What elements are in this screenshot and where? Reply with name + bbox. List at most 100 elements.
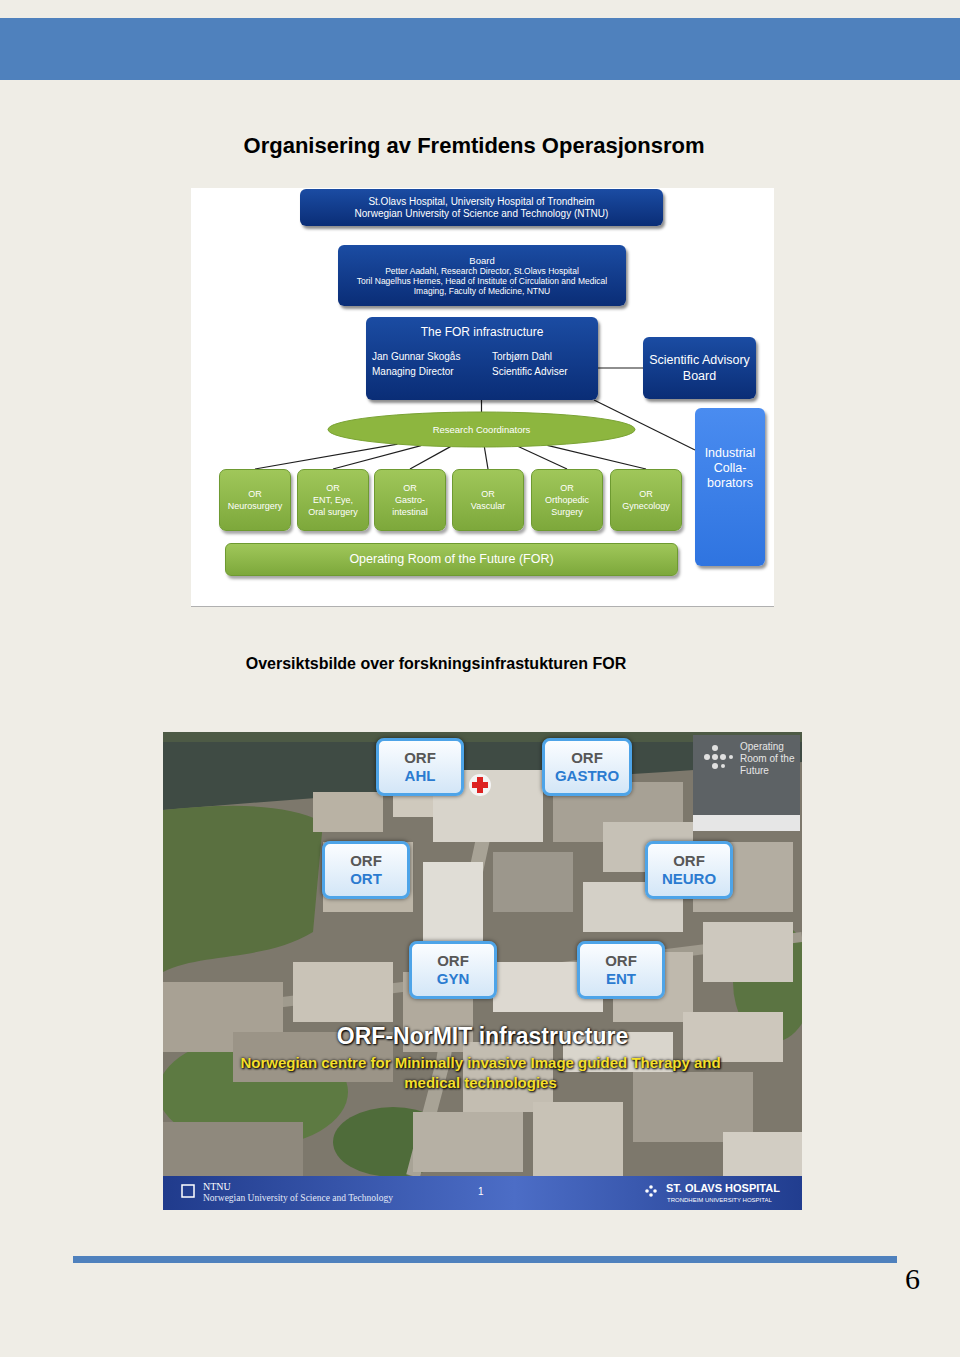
box-heading: Research Coordinators	[433, 424, 531, 436]
box-text: Neurosurgery	[228, 500, 283, 512]
infrastructure-box: The FOR infrastructureJan Gunnar Skogås …	[366, 317, 598, 400]
board-box: BoardPetter Aadahl, Research Director, S…	[338, 245, 626, 306]
logo-panel	[693, 735, 800, 831]
mark-dot	[653, 1189, 657, 1193]
logo-dot	[720, 754, 726, 760]
box-text: Petter Aadahl, Research Director, St.Ola…	[385, 266, 579, 276]
box-text: Norwegian University of Science and Tech…	[355, 208, 609, 220]
connector-line	[598, 367, 643, 368]
site-tag: ORFGASTRO	[542, 738, 632, 796]
box-text: Gastro- intestinal	[381, 494, 439, 518]
box-heading: ORF	[350, 852, 382, 870]
connector-line	[255, 444, 398, 469]
hospital-mark	[645, 1185, 657, 1197]
logo-dot	[712, 763, 718, 769]
building	[703, 922, 793, 982]
photo-ground	[163, 732, 802, 1210]
box-text: ENT	[606, 970, 636, 988]
collaborator-box: Industrial Colla- borators	[695, 408, 765, 566]
helipad	[469, 774, 491, 796]
or-unit-box: ORGastro- intestinal	[374, 469, 446, 531]
coordinator-ellipse: Research Coordinators	[328, 412, 635, 447]
site-tag: ORFNEURO	[645, 841, 733, 899]
page-number: 6	[905, 1262, 920, 1296]
photo-subheading: Norwegian centre for Minimally invasive …	[218, 1053, 743, 1093]
advisory-board-box: Scientific Advisory Board	[643, 337, 756, 399]
university-name: NTNU	[203, 1181, 231, 1192]
connector-line	[410, 447, 450, 469]
box-heading: OR	[326, 482, 340, 494]
or-unit-box: ORVascular	[452, 469, 524, 531]
building	[493, 852, 573, 912]
slide-number: 1	[478, 1186, 484, 1197]
box-heading: OR	[248, 488, 262, 500]
photo-heading: ORF-NorMIT infrastructure	[163, 1022, 802, 1050]
building	[723, 1132, 802, 1176]
box-heading: ORF	[437, 952, 469, 970]
site-tag: ORFORT	[322, 841, 410, 899]
building	[533, 1102, 623, 1176]
page-title: Organisering av Fremtidens Operasjonsrom	[0, 132, 948, 160]
institution-box: St.Olavs Hospital, University Hospital o…	[300, 189, 663, 226]
building	[633, 1072, 753, 1142]
box-heading: OR	[481, 488, 495, 500]
box-text: Gynecology	[622, 500, 670, 512]
tree-area	[163, 806, 323, 972]
box-text: Jan Gunnar Skogås Managing Director	[372, 349, 492, 379]
box-text: ORT	[350, 870, 382, 888]
box-heading: Board	[469, 255, 494, 266]
logo-dot	[721, 764, 725, 768]
building	[423, 862, 483, 952]
building	[323, 842, 413, 912]
box-heading: OR	[639, 488, 653, 500]
box-heading: Operating Room of the Future (FOR)	[349, 552, 553, 567]
box-text: Toril Nagelhus Hernes, Head of Institute…	[346, 276, 618, 296]
university-name: Norwegian University of Science and Tech…	[203, 1193, 393, 1204]
university-mark	[182, 1185, 194, 1197]
connector-line	[333, 446, 421, 469]
box-heading: OR	[560, 482, 574, 494]
building	[313, 792, 383, 832]
box-text: Torbjørn Dahl Scientific Adviser	[492, 349, 592, 379]
building	[293, 962, 393, 1022]
connector-line	[547, 445, 646, 469]
or-unit-box: ORNeurosurgery	[219, 469, 291, 531]
box-heading: OR	[403, 482, 417, 494]
logo-dot	[712, 754, 718, 760]
site-tag: ORFENT	[577, 941, 665, 999]
box-text: Orthopedic Surgery	[538, 494, 596, 518]
or-unit-box: ORGynecology	[610, 469, 682, 531]
connector-line	[481, 400, 482, 412]
box-text: AHL	[405, 767, 436, 785]
logo-strip	[693, 815, 800, 831]
helipad-cross	[472, 782, 488, 788]
helipad-disc	[469, 774, 491, 796]
or-unit-box: OROrthopedic Surgery	[531, 469, 603, 531]
building	[163, 1122, 303, 1176]
box-heading: Industrial Colla- borators	[699, 446, 761, 491]
header-band	[0, 18, 960, 80]
ellipse-shape	[328, 412, 635, 447]
mark-dot	[645, 1189, 649, 1193]
site-tag: ORFGYN	[409, 941, 497, 999]
logo-ground	[693, 735, 800, 831]
connector-line	[484, 447, 488, 469]
hospital-name: TRONDHEIM UNIVERSITY HOSPITAL	[667, 1197, 772, 1204]
footer-bar	[163, 1176, 802, 1210]
box-heading: ORF	[605, 952, 637, 970]
logo-dot	[712, 745, 718, 751]
mark-dot	[649, 1185, 653, 1189]
logo-dot	[704, 754, 710, 760]
building	[413, 1112, 523, 1172]
box-heading: The FOR infrastructure	[421, 325, 544, 339]
box-text: Vascular	[471, 500, 505, 512]
site-tag: ORFAHL	[376, 738, 464, 796]
connector-line	[518, 446, 567, 469]
logo-text: Operating Room of the Future	[740, 741, 800, 777]
box-heading: ORF	[571, 749, 603, 767]
logo-dot	[729, 755, 733, 759]
box-heading: St.Olavs Hospital, University Hospital o…	[368, 196, 594, 208]
program-band: Operating Room of the Future (FOR)	[225, 543, 678, 576]
or-unit-box: ORENT, Eye, Oral surgery	[297, 469, 369, 531]
